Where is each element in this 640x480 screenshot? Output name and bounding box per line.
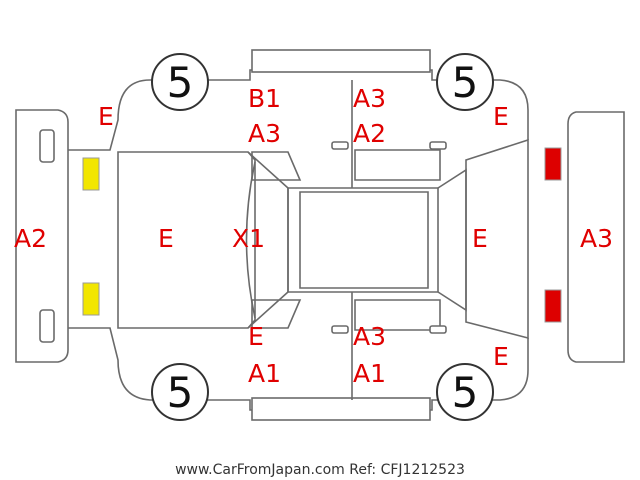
code-rear-right-door-top: A3 — [353, 322, 386, 351]
rear-bumper — [567, 111, 625, 363]
code-rear-left-door-bottom: A2 — [353, 119, 386, 148]
tire-rear-right: 5 — [436, 363, 494, 421]
code-trunk: E — [472, 224, 488, 253]
car-body — [68, 49, 529, 421]
code-rear-right-door-bottom: A1 — [353, 359, 386, 388]
code-rear-right-fender: E — [493, 342, 509, 371]
code-front-bumper: A2 — [14, 224, 47, 253]
tire-front-left: 5 — [151, 53, 209, 111]
code-rear-left-fender: E — [493, 102, 509, 131]
tire-front-left-value: 5 — [167, 58, 194, 107]
code-front-left-fender: E — [98, 102, 114, 131]
taillight-top — [544, 147, 562, 181]
code-windshield: X1 — [232, 224, 265, 253]
headlight-bottom — [82, 282, 100, 316]
code-front-left-door-bottom: A3 — [248, 119, 281, 148]
code-front-right-door-top: E — [248, 322, 264, 351]
tire-rear-right-value: 5 — [452, 368, 479, 417]
taillight-bottom — [544, 289, 562, 323]
footer-reference: www.CarFromJapan.com Ref: CFJ1212523 — [175, 462, 465, 478]
code-front-left-door-top: B1 — [248, 84, 281, 113]
code-hood: E — [158, 224, 174, 253]
tire-front-right-value: 5 — [452, 58, 479, 107]
code-rear-left-door-top: A3 — [353, 84, 386, 113]
code-rear-bumper: A3 — [580, 224, 613, 253]
front-bumper — [15, 109, 69, 363]
tire-rear-left-value: 5 — [167, 368, 194, 417]
headlight-top — [82, 157, 100, 191]
code-front-right-door-bottom: A1 — [248, 359, 281, 388]
tire-front-right: 5 — [436, 53, 494, 111]
tire-rear-left: 5 — [151, 363, 209, 421]
